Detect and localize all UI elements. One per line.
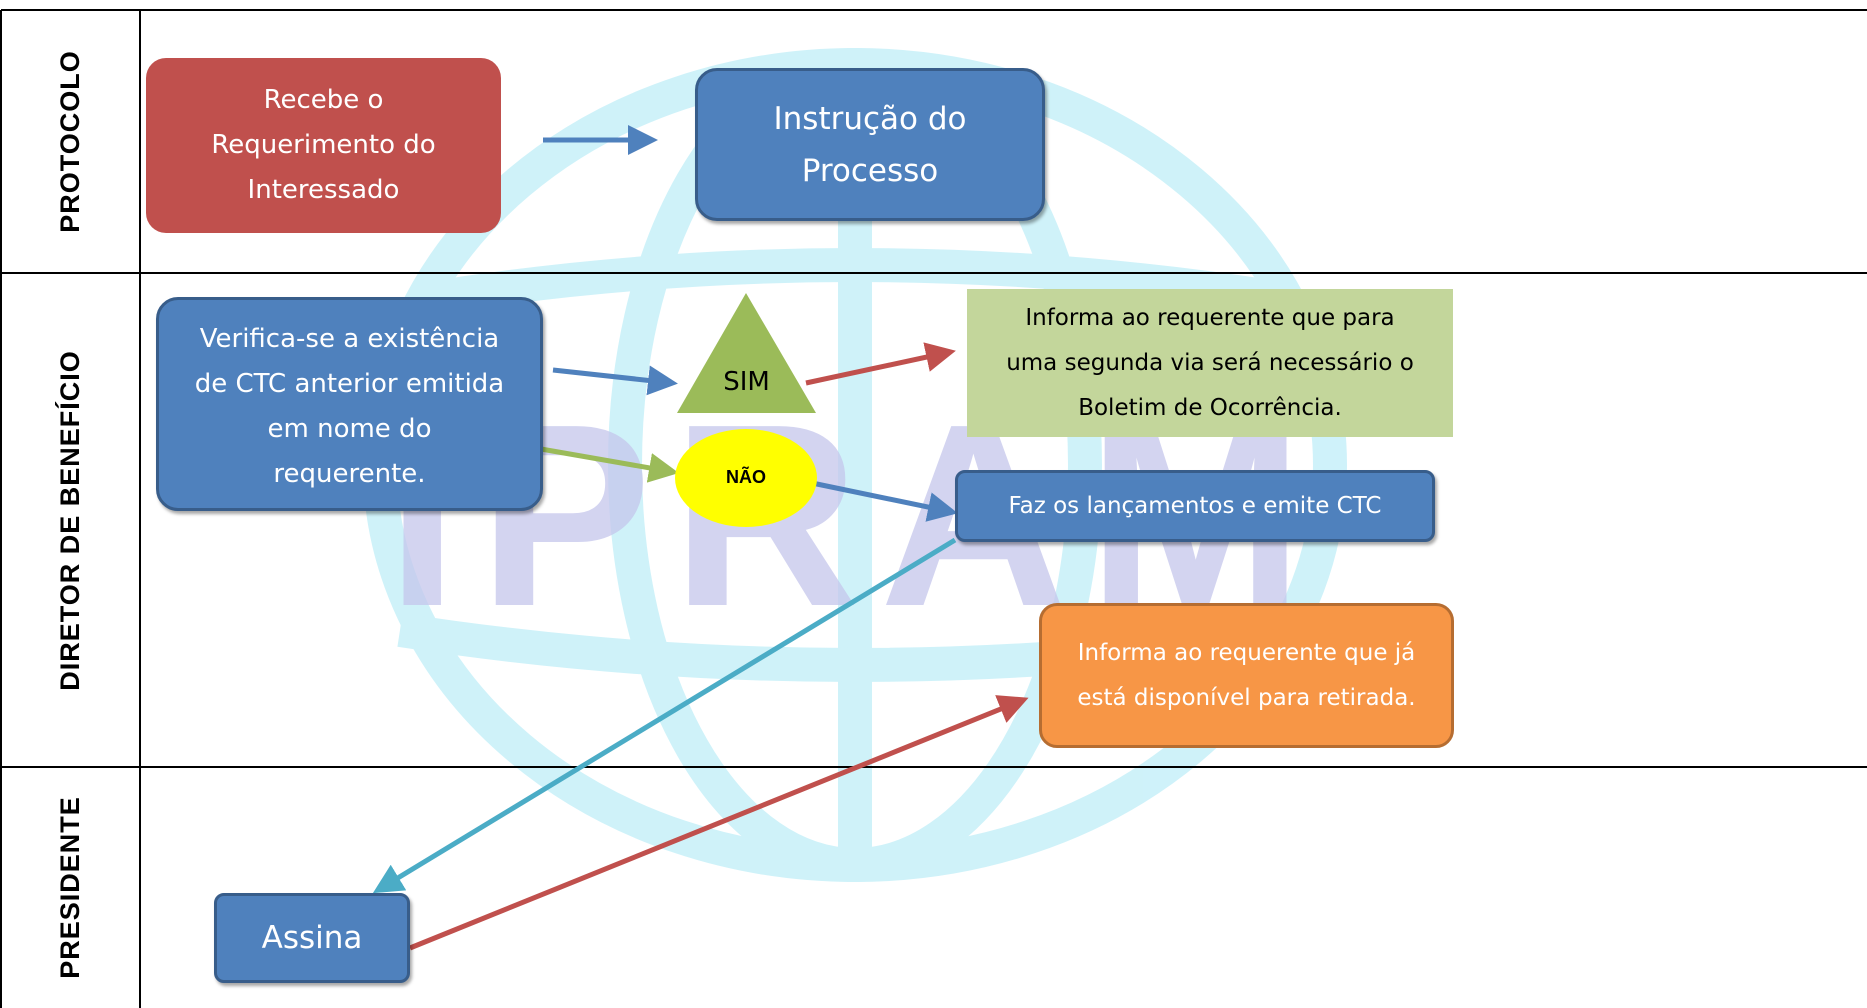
decision-no-ellipse	[675, 429, 817, 527]
decision-yes-triangle	[677, 293, 816, 413]
arrow-issue-to-sign	[372, 537, 957, 894]
lane-borders	[0, 9, 1867, 1008]
arrow-no-to-issue	[811, 480, 958, 522]
arrow-verify-to-yes	[552, 365, 678, 396]
node-inform-available: Informa ao requerente que já está dispon…	[1039, 603, 1454, 748]
decision-no-label: NÃO	[726, 467, 766, 487]
arrow-yes-to-inform	[805, 342, 956, 386]
decision-yes-label: SIM	[723, 367, 770, 397]
node-sign: Assina	[214, 893, 410, 983]
node-verify-ctc: Verifica-se a existência de CTC anterior…	[156, 297, 543, 511]
arrow-verify-to-no	[540, 446, 679, 483]
node-process-instruction: Instrução do Processo	[695, 68, 1045, 221]
node-issue-ctc: Faz os lançamentos e emite CTC	[955, 470, 1435, 542]
node-inform-second-copy: Informa ao requerente que para uma segun…	[967, 289, 1453, 437]
arrow-sign-to-inform-available	[409, 695, 1029, 951]
node-receive-request: Recebe o Requerimento do Interessado	[146, 58, 501, 233]
lane-label-protocolo: PROTOCOLO	[54, 50, 85, 233]
lane-label-diretor-de-beneficio: DIRETOR DE BENEFÍCIO	[54, 349, 85, 691]
lane-label-presidente: PRESIDENTE	[54, 796, 85, 979]
